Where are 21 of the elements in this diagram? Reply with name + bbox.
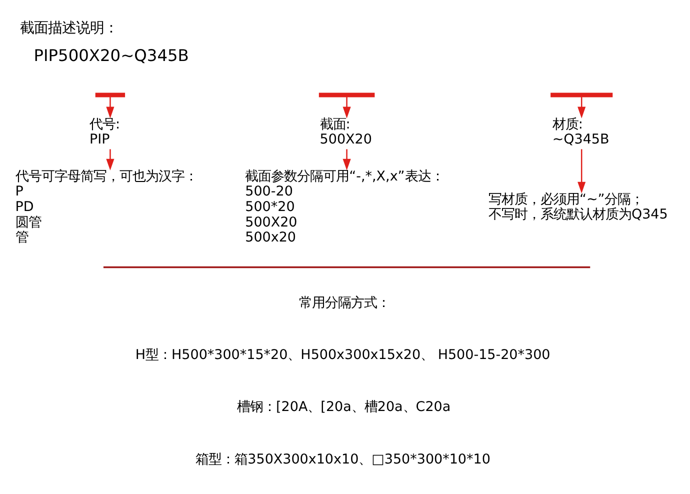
node-text: 写材质，必须用“~”分隔； 不写时，系统默认材质为Q345 — [488, 191, 668, 223]
arrow — [106, 97, 114, 118]
node-text: 材质: ~Q345B — [552, 116, 610, 148]
label: 槽钢：[20A、[20a、槽20a、C20a — [237, 399, 451, 416]
arrow — [578, 97, 586, 118]
label: 常用分隔方式： — [299, 294, 390, 311]
label: H型：H500*300*15*20、H500x300x15x20、 H500-15-20*300 — [135, 347, 550, 363]
node-text: 截面: 500X20 — [320, 116, 372, 148]
node-text: 代号: PIP — [90, 116, 120, 148]
diagram-title: 截面描述说明： — [20, 20, 118, 37]
node-text: 截面参数分隔可用“-,*,X,x”表达： 500-20 500*20 500X20 500x20 — [245, 168, 444, 246]
node-bar — [318, 92, 375, 98]
node-text: 代号可字母简写，可也为汉字： P PD 圆管 管 — [15, 168, 198, 246]
arrow — [578, 149, 586, 194]
label: 箱型：箱350X300x10x10、□350*300*10*10 — [196, 451, 490, 468]
arrow — [106, 149, 114, 170]
node-bar — [550, 92, 613, 98]
node-bar — [95, 92, 126, 98]
node-text: PIP500X20~Q345B — [34, 46, 189, 66]
arrow — [342, 97, 351, 118]
arrow — [342, 149, 351, 170]
